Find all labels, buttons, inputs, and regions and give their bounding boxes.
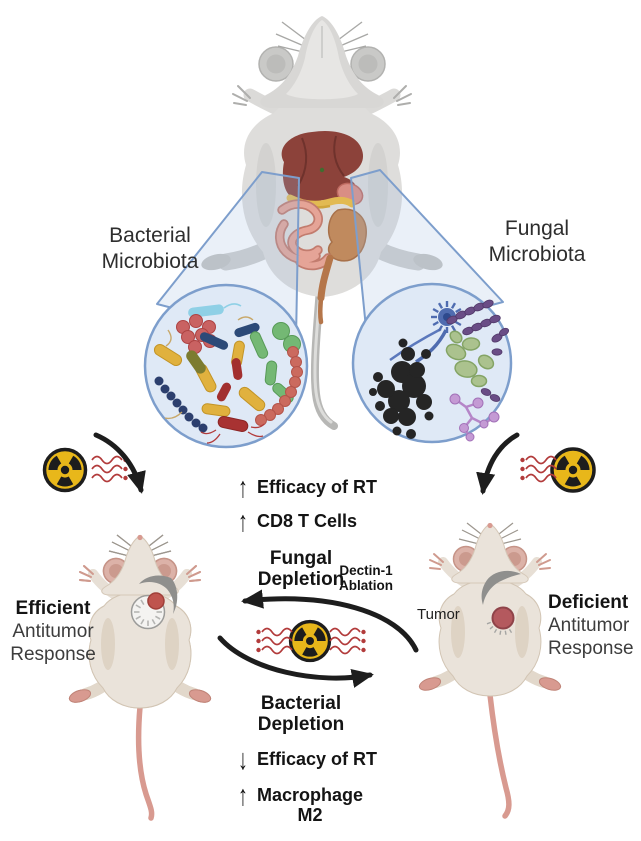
macrophage-text: Macrophage M2 bbox=[257, 785, 364, 825]
efficient-outcome-label: Efficient Antitumor Response bbox=[2, 597, 104, 667]
top-mouse-illustration bbox=[201, 16, 443, 430]
radiation-icon-right bbox=[550, 447, 596, 493]
fungal-depletion-label: Fungal Depletion bbox=[257, 548, 345, 591]
deficient-outcome-label: Deficient Antitumor Response bbox=[548, 591, 641, 661]
aspergillus-spikes bbox=[431, 301, 463, 333]
efficacy-down-text: Efficacy of RT bbox=[257, 749, 378, 769]
strepto-chain bbox=[255, 346, 303, 426]
whiskers bbox=[275, 21, 369, 53]
macrophage-up-annotation: ↑ Macrophage M2 bbox=[238, 781, 364, 826]
cd8-text: CD8 T Cells bbox=[257, 511, 358, 531]
irradiation-waves-left bbox=[91, 455, 128, 483]
bacterial-microbiota-label: Bacterial Microbiota bbox=[101, 224, 199, 274]
bacterial-depletion-label: Bacterial Depletion bbox=[257, 693, 345, 736]
arrow-bacterial-depletion-right bbox=[217, 635, 374, 688]
efficacy-up-text: Efficacy of RT bbox=[257, 477, 378, 497]
tumor-label: Tumor bbox=[417, 606, 460, 623]
bacteria-inset-circle bbox=[143, 283, 309, 449]
navy-chain bbox=[154, 376, 208, 433]
deficient-emphasis: Deficient bbox=[548, 592, 629, 613]
irradiation-waves-right bbox=[520, 455, 557, 483]
efficient-emphasis: Efficient bbox=[15, 598, 91, 619]
radiation-icon-center bbox=[288, 619, 332, 663]
up-arrow-icon: ↑ bbox=[238, 780, 248, 813]
green-yeast-ovals bbox=[445, 330, 495, 388]
up-arrow-icon: ↑ bbox=[238, 472, 248, 505]
purple-spore-chains bbox=[446, 299, 510, 402]
arrow-fungal-depletion-left bbox=[241, 589, 419, 653]
arrow-rt-to-right-mouse bbox=[476, 432, 520, 495]
right-mouse-illustration bbox=[418, 523, 562, 819]
fungi-inset-circle bbox=[351, 282, 513, 444]
deficient-rest: Antitumor Response bbox=[548, 615, 634, 660]
up-arrow-icon: ↑ bbox=[238, 506, 248, 539]
efficacy-up-annotation: ↑ Efficacy of RT bbox=[238, 473, 378, 505]
dectin1-ablation-label: Dectin-1 Ablation bbox=[339, 563, 393, 594]
arrow-rt-to-left-mouse bbox=[93, 432, 146, 494]
black-yeast-mass bbox=[369, 338, 434, 439]
down-arrow-icon: ↓ bbox=[238, 744, 248, 777]
mouse-gut-organs bbox=[275, 130, 367, 325]
radiation-target-site bbox=[130, 575, 178, 630]
radiation-icon-left bbox=[42, 447, 88, 493]
purple-pseudohyphae bbox=[449, 393, 500, 442]
tumor-site bbox=[481, 570, 521, 635]
cd8-up-annotation: ↑ CD8 T Cells bbox=[238, 507, 358, 539]
efficient-rest: Antitumor Response bbox=[10, 621, 96, 666]
left-mouse-illustration bbox=[68, 535, 212, 821]
irradiation-waves-center bbox=[256, 627, 366, 655]
fungal-microbiota-label: Fungal Microbiota bbox=[488, 217, 586, 267]
efficacy-down-annotation: ↓ Efficacy of RT bbox=[238, 745, 378, 777]
